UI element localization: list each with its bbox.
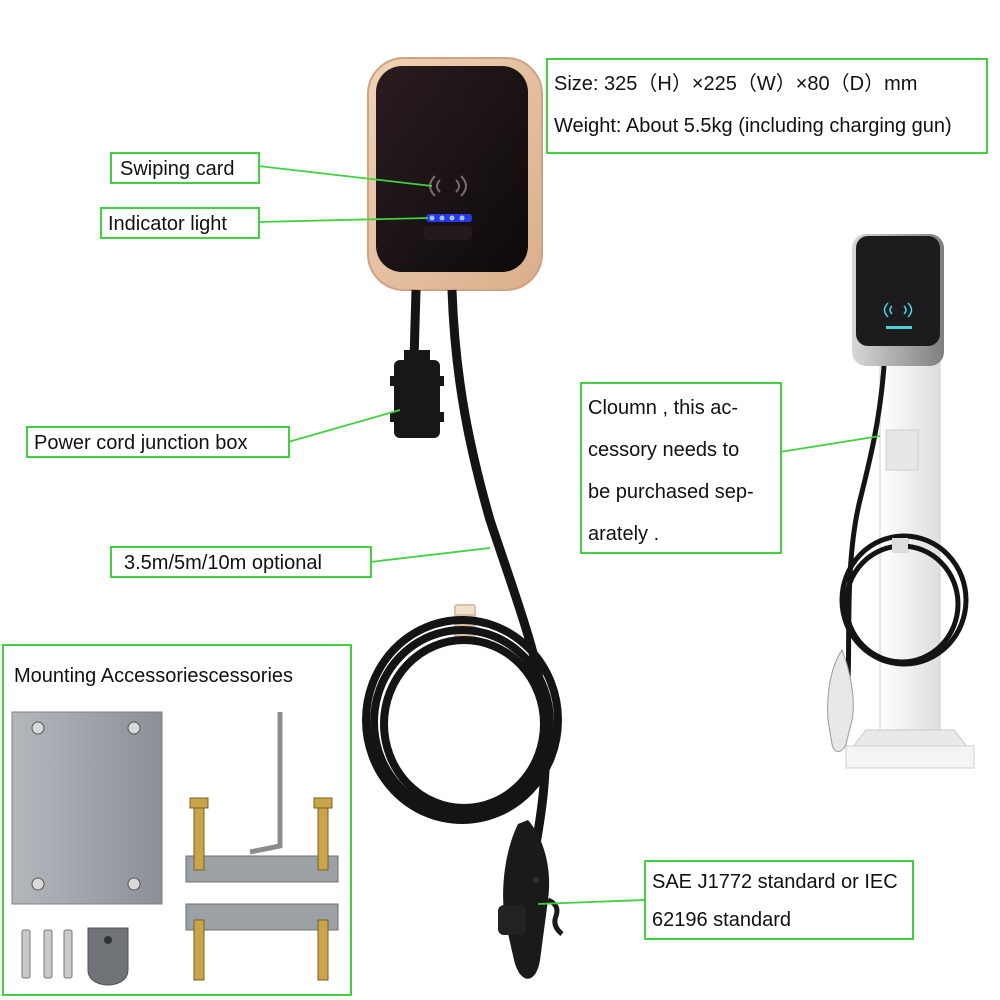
cable-coil [362, 616, 562, 824]
cable-length-label: 3.5m/5m/10m optional [124, 552, 322, 574]
indicator-light-callout: Indicator light [100, 207, 260, 239]
swiping-card-label: Swiping card [120, 158, 235, 180]
nfc-card-icon [883, 302, 913, 318]
junction-box-callout: Power cord junction box [26, 426, 290, 458]
column-line-4: arately . [588, 523, 660, 545]
power-cord [409, 289, 421, 361]
wall-charger [367, 57, 543, 291]
spec-callout: Size: 325（H）×225（W）×80（D）mm Weight: Abou… [546, 58, 988, 154]
cable-length-callout: 3.5m/5m/10m optional [110, 546, 372, 578]
swiping-card-callout: Swiping card [110, 152, 260, 184]
connector-callout: SAE J1772 standard or IEC 62196 standard [644, 860, 914, 940]
accessories-panel: Mounting Accessoriescessories [2, 644, 352, 996]
spec-size-text: Size: 325（H）×225（W）×80（D）mm [554, 73, 918, 95]
charging-cable [447, 289, 551, 851]
column-line-1: Cloumn , this ac- [588, 397, 739, 419]
column-line-3: be purchased sep- [588, 481, 754, 503]
leader-lines [257, 165, 881, 905]
accessories-illustration [11, 711, 339, 986]
led-strip-icon [424, 214, 472, 240]
connector-line-1: SAE J1772 standard or IEC [652, 871, 898, 893]
accessories-title: Mounting Accessoriescessories [14, 665, 294, 687]
junction-box-label: Power cord junction box [34, 432, 248, 454]
connector-line-2: 62196 standard [652, 909, 792, 931]
column-line-2: cessory needs to [588, 439, 740, 461]
charging-plug [498, 820, 564, 979]
junction-box [390, 350, 444, 438]
column-charger [827, 234, 975, 769]
spec-weight-text: Weight: About 5.5kg (including charging … [554, 115, 952, 137]
indicator-light-label: Indicator light [108, 213, 227, 235]
column-callout: Cloumn , this ac- cessory needs to be pu… [580, 382, 782, 554]
